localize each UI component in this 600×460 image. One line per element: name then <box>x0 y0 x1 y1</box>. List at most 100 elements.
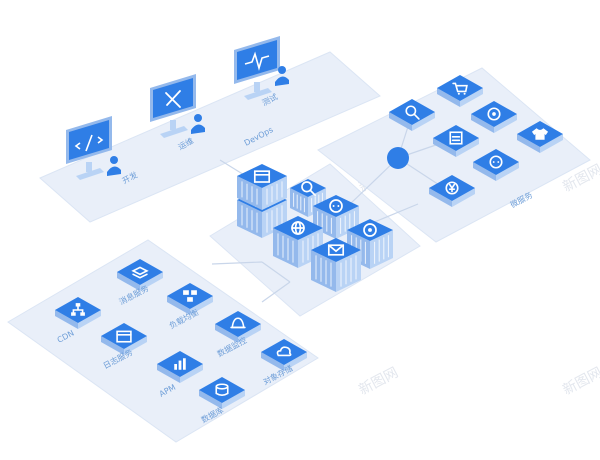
server-cube[interactable] <box>237 164 287 210</box>
service-tile[interactable] <box>389 99 435 131</box>
browser-window-icon <box>253 170 271 183</box>
tile-side-right <box>412 112 435 131</box>
cube-top <box>237 164 287 188</box>
server-cube[interactable] <box>290 179 326 217</box>
yen-coin-icon <box>445 181 459 195</box>
tile-top <box>433 125 479 151</box>
chat-bubble-icon <box>489 155 503 169</box>
dev-platform <box>39 51 381 223</box>
cube-side-right <box>262 176 287 210</box>
globe-icon <box>291 221 305 235</box>
target-icon <box>487 107 501 121</box>
user-search-icon <box>405 105 420 120</box>
load-balance-icon <box>183 290 197 302</box>
watermark: 新图网 <box>356 365 401 399</box>
code-icon <box>74 134 104 152</box>
tile-side-left <box>437 88 460 107</box>
server-cube[interactable] <box>311 238 361 292</box>
connector-line <box>211 261 263 265</box>
tools-icon <box>165 90 181 108</box>
cube-top <box>313 195 359 217</box>
tile-side-left <box>199 390 222 409</box>
connector-line <box>347 157 399 207</box>
tile-side-right <box>140 272 163 291</box>
service-tile[interactable] <box>437 75 483 107</box>
tile-side-right <box>124 336 147 355</box>
tile-top <box>215 311 261 337</box>
tile-top <box>101 323 147 349</box>
connector-line <box>261 261 291 283</box>
tile-side-left <box>117 272 140 291</box>
tile-side-left <box>157 364 180 383</box>
tile-side-left <box>471 114 494 133</box>
bell-icon <box>230 317 246 329</box>
tile-side-left <box>429 188 452 207</box>
microservice-hub <box>387 147 409 169</box>
cube-side-left <box>273 228 298 268</box>
connector-line <box>261 281 291 303</box>
tile-top <box>473 149 519 175</box>
service-tile[interactable] <box>517 121 563 153</box>
station-ops[interactable]: 运维 <box>150 74 205 152</box>
tile-top <box>117 259 163 285</box>
shirt-icon <box>531 128 549 140</box>
service-tile[interactable] <box>471 101 517 133</box>
tile-side-left <box>55 310 78 329</box>
tile-side-right <box>540 134 563 153</box>
tile-top <box>389 99 435 125</box>
database-icon <box>215 383 229 396</box>
tile-side-right <box>78 310 101 329</box>
microservice-tiles <box>389 75 563 207</box>
tile-side-left <box>167 296 190 315</box>
station-dev[interactable]: 开发 <box>66 116 139 186</box>
tile-side-left <box>389 112 412 131</box>
cube-side-left <box>237 176 262 210</box>
tile-side-left <box>101 336 124 355</box>
cube-side-right <box>370 230 393 269</box>
network-icon <box>71 303 85 316</box>
service-tile[interactable]: 消息服务 <box>117 259 163 307</box>
server-cube[interactable] <box>273 216 323 268</box>
tile-side-right <box>238 324 261 343</box>
station-test[interactable]: 测试 <box>234 36 289 108</box>
tile-side-left <box>473 162 496 181</box>
service-tile[interactable] <box>429 175 475 207</box>
cube-top <box>290 179 326 197</box>
tile-top <box>261 339 307 365</box>
tile-side-right <box>460 88 483 107</box>
service-tile[interactable]: 对象存储 <box>261 339 307 387</box>
cube-side-left <box>237 200 262 238</box>
cart-icon <box>452 82 468 95</box>
layers-icon <box>131 266 149 279</box>
service-tile[interactable] <box>473 149 519 181</box>
tile-side-right <box>190 296 213 315</box>
connectors <box>211 113 463 303</box>
chat-bubble-icon <box>329 199 343 213</box>
tile-side-right <box>222 390 245 409</box>
tile-side-right <box>456 138 479 157</box>
tile-side-right <box>284 352 307 371</box>
log-panel-icon <box>116 330 132 343</box>
bar-chart-icon <box>174 358 186 370</box>
tile-side-right <box>180 364 203 383</box>
service-tile[interactable]: APM <box>157 351 203 399</box>
cube-side-left <box>290 188 308 217</box>
tile-side-right <box>452 188 475 207</box>
watermark: 新图网 <box>560 365 600 399</box>
server-icon <box>449 131 463 145</box>
service-tile[interactable]: CDN <box>55 297 101 345</box>
pulse-icon <box>244 51 270 71</box>
tile-side-left <box>517 134 540 153</box>
compass-icon <box>363 223 377 237</box>
tile-side-left <box>433 138 456 157</box>
tile-side-left <box>215 324 238 343</box>
tile-top <box>199 377 245 403</box>
tile-side-right <box>496 162 519 181</box>
service-tile[interactable] <box>433 125 479 157</box>
tile-top <box>437 75 483 101</box>
cube-side-right <box>336 250 361 292</box>
tile-top <box>167 283 213 309</box>
